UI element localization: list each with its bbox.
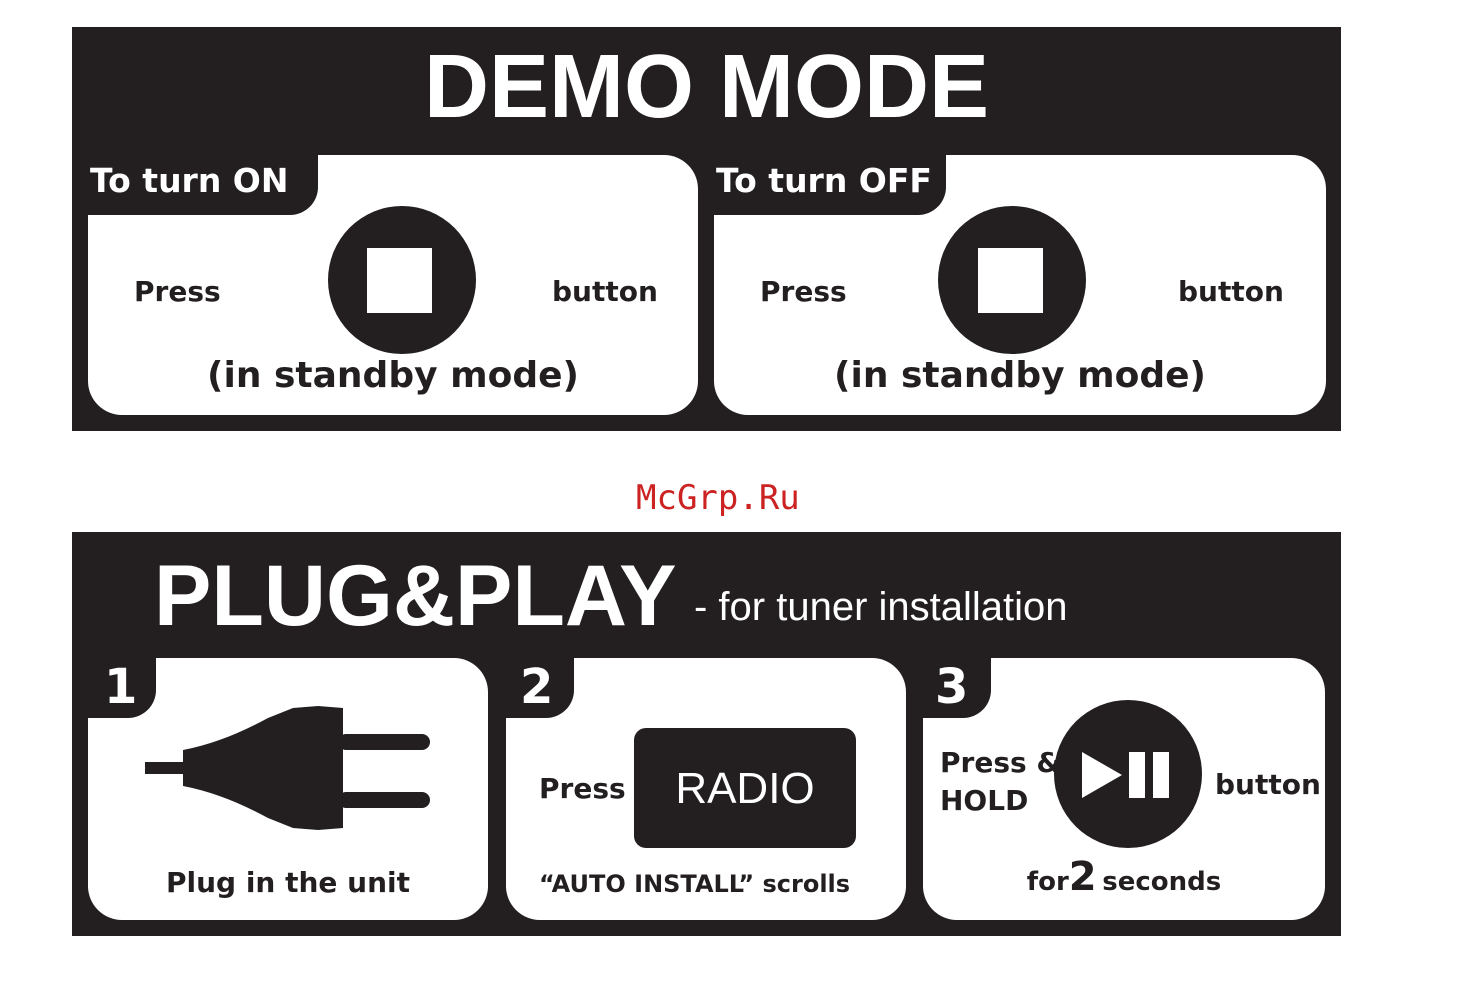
power-plug-icon — [143, 698, 443, 838]
play-pause-icon — [1054, 700, 1202, 848]
plug-and-play-title: PLUG&PLAY — [154, 546, 676, 646]
stop-icon — [978, 248, 1043, 313]
press-label: Press — [760, 275, 847, 308]
step-3-card: 3 Press & HOLD button for2 seconds — [923, 658, 1325, 920]
radio-key-label: RADIO — [634, 764, 856, 814]
step-2-card: 2 Press RADIO “AUTO INSTALL” scrolls — [506, 658, 906, 920]
button-label: button — [1215, 768, 1321, 801]
play-pause-button-icon — [1054, 700, 1202, 848]
demo-mode-panel: DEMO MODE To turn ON Press button (in st… — [72, 27, 1341, 431]
turn-off-card: To turn OFF Press button (in standby mod… — [714, 155, 1326, 415]
stop-icon — [367, 248, 432, 313]
hold-label: HOLD — [940, 784, 1028, 817]
plug-and-play-subtitle: - for tuner installation — [694, 582, 1068, 632]
button-label: button — [552, 275, 658, 308]
seconds-label: seconds — [1102, 867, 1221, 897]
plug-and-play-panel: PLUG&PLAY - for tuner installation 1 Plu… — [72, 532, 1341, 936]
step-1-caption: Plug in the unit — [88, 866, 488, 899]
stop-button-icon — [328, 206, 476, 354]
step-number: 2 — [506, 658, 574, 718]
press-label: Press — [539, 772, 626, 805]
standby-note: (in standby mode) — [714, 355, 1326, 396]
button-label: button — [1178, 275, 1284, 308]
watermark-text: McGrp.Ru — [636, 478, 800, 518]
step-2-caption: “AUTO INSTALL” scrolls — [539, 870, 850, 898]
press-and-label: Press & — [940, 746, 1061, 779]
seconds-number: 2 — [1069, 854, 1097, 900]
turn-off-tab: To turn OFF — [714, 155, 946, 215]
step-number: 3 — [923, 658, 991, 718]
turn-on-tab: To turn ON — [88, 155, 318, 215]
radio-key: RADIO — [634, 728, 856, 848]
hold-duration: for2 seconds — [923, 854, 1325, 900]
demo-mode-title: DEMO MODE — [72, 37, 1341, 137]
stop-button-icon — [938, 206, 1086, 354]
step-1-card: 1 Plug in the unit — [88, 658, 488, 920]
for-label: for — [1027, 867, 1069, 897]
turn-on-card: To turn ON Press button (in standby mode… — [88, 155, 698, 415]
press-label: Press — [134, 275, 221, 308]
standby-note: (in standby mode) — [88, 355, 698, 396]
